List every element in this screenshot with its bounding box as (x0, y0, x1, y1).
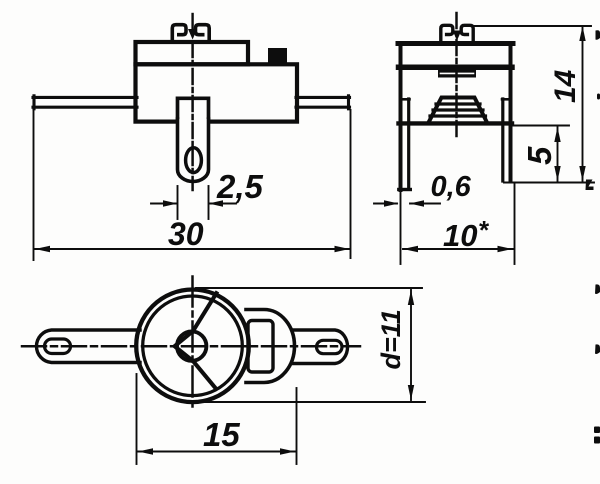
svg-text:2,5: 2,5 (216, 168, 264, 205)
svg-text:10: 10 (443, 218, 477, 253)
svg-text:14: 14 (549, 69, 582, 103)
svg-text:*: * (478, 215, 490, 245)
svg-text:15: 15 (203, 416, 240, 453)
svg-text:30: 30 (168, 216, 204, 252)
svg-text:d=11: d=11 (376, 309, 406, 369)
svg-text:0,6: 0,6 (431, 171, 472, 203)
svg-text:5: 5 (521, 146, 558, 165)
